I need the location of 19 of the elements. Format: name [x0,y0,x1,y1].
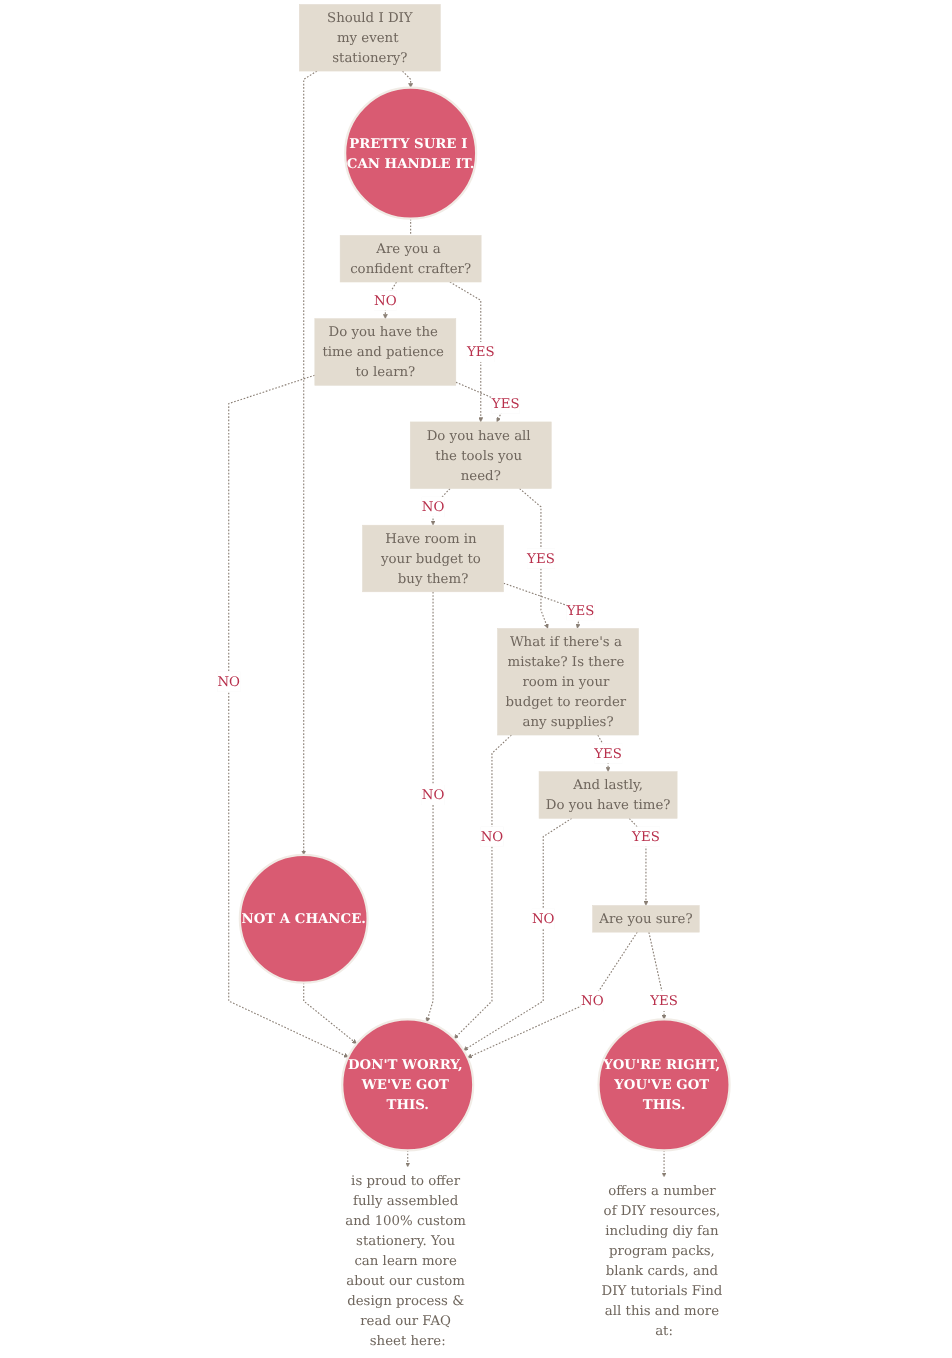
arrow [503,582,582,629]
arrow [228,374,349,1058]
arrow [463,817,573,1051]
arrow [661,1149,667,1178]
arrow [303,982,357,1044]
arrow [597,734,611,772]
arrow [449,281,484,423]
arrow [628,817,649,906]
arrow [453,734,512,1039]
arrow [301,70,318,856]
arrow [405,1149,411,1168]
arrow [425,591,434,1023]
arrow [519,488,549,629]
arrow [467,931,638,1059]
arrow [382,281,398,319]
arrow [455,381,507,423]
arrow [648,931,667,1020]
arrow [401,70,414,88]
connector [410,218,412,236]
